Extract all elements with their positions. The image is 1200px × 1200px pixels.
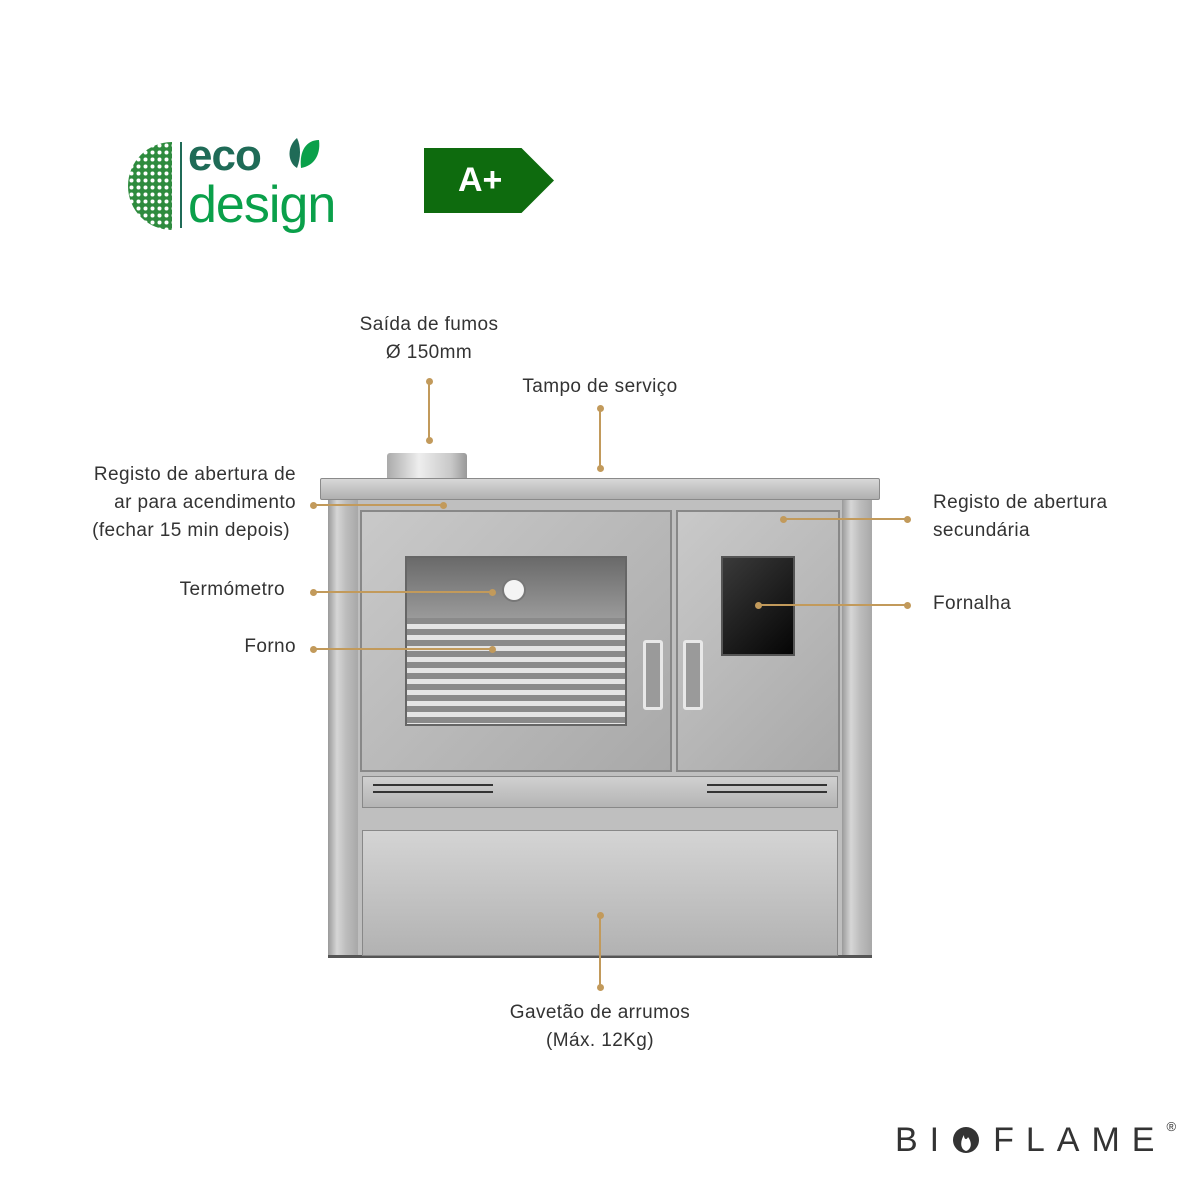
eco-word: eco [188,131,262,180]
label-thermometer: Termómetro [179,579,285,600]
ecodesign-logo: eco design [128,134,358,235]
chimney-pipe [387,453,467,480]
label-oven: Forno [244,636,296,657]
side-panel-left [328,500,358,955]
leaf-icon [289,138,320,168]
oven-window [405,556,627,726]
air-vent-strip[interactable] [362,776,838,808]
design-word: design [188,176,336,234]
registered-mark: ® [1166,1119,1177,1134]
bioflame-logo: BI FLAME ® [895,1119,1177,1160]
service-top [320,478,880,500]
label-firebox: Fornalha [933,593,1012,614]
side-panel-right [842,500,872,955]
globe-icon [128,142,172,230]
energy-class-badge: A+ [424,148,554,213]
oven-handle[interactable] [643,640,663,710]
flame-icon [953,1127,980,1153]
label-service-top: Tampo de serviço [522,376,678,397]
thermometer-dial [502,578,526,602]
firebox-handle[interactable] [683,640,703,710]
label-drawer: Gavetão de arrumos(Máx. 12Kg) [509,1002,691,1051]
